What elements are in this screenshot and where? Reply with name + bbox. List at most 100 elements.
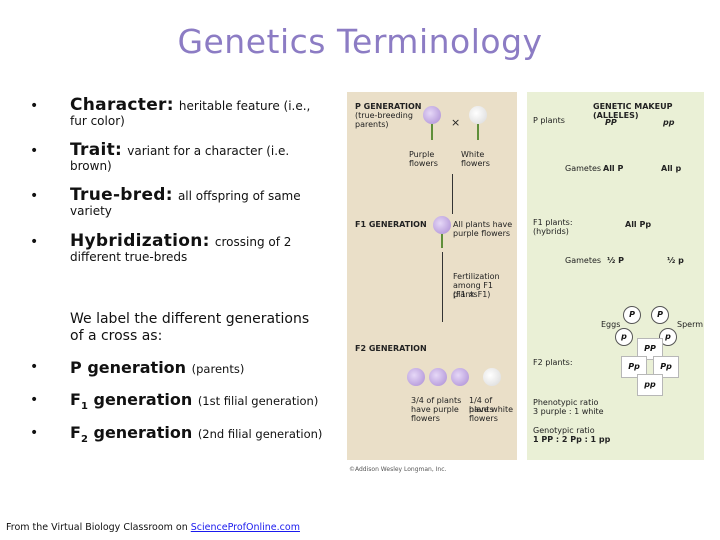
sperm-label: Sperm bbox=[677, 320, 704, 329]
three-fourths-label-1: 3/4 of plants bbox=[411, 396, 462, 405]
fertilization-label-3: (F1 × F1) bbox=[453, 290, 491, 299]
egg-p-circle: p bbox=[615, 328, 633, 346]
p-generation-label: P GENERATION bbox=[355, 102, 422, 111]
generation-f2-prefix: F bbox=[70, 423, 81, 442]
fertilization-label-1: Fertilization bbox=[453, 272, 500, 281]
phenotypic-ratio-label: Phenotypic ratio bbox=[533, 398, 599, 407]
white-flower-icon bbox=[469, 106, 487, 124]
generation-f2: F2 generation (2nd filial generation) bbox=[70, 423, 322, 445]
generation-f1-note: (1st filial generation) bbox=[197, 394, 319, 408]
one-fourth-label-3: flowers bbox=[469, 414, 498, 423]
three-fourths-label-3: flowers bbox=[411, 414, 440, 423]
three-fourths-label-2: have purple bbox=[411, 405, 459, 414]
arrow-icon bbox=[442, 252, 443, 322]
term-trait: Trait: bbox=[70, 140, 123, 160]
figure-copyright: ©Addison Wesley Longman, Inc. bbox=[349, 466, 447, 473]
punnett-cell-PP: PP bbox=[637, 338, 663, 360]
generation-f2-sub: 2 bbox=[80, 434, 88, 446]
stem-icon bbox=[441, 234, 443, 248]
gametes-label: Gametes bbox=[565, 164, 602, 173]
all-plants-label-2: purple flowers bbox=[453, 229, 511, 238]
f1-plants-label-2: (hybrids) bbox=[533, 227, 569, 236]
bullet-marker: • bbox=[30, 234, 39, 250]
generation-p-label: generation bbox=[87, 358, 187, 377]
cross-symbol: × bbox=[451, 116, 461, 129]
footer-link[interactable]: ScienceProfOnline.com bbox=[190, 522, 300, 533]
bullet-marker: • bbox=[30, 143, 39, 159]
bullet-hybridization: Hybridization: crossing of 2 different t… bbox=[70, 231, 350, 265]
definition-true-bred-cont: variety bbox=[70, 204, 112, 218]
white-flowers-label-1: White bbox=[461, 150, 485, 159]
purple-flower-icon bbox=[407, 368, 425, 386]
bullet-marker: • bbox=[30, 98, 39, 114]
generation-p-note: (parents) bbox=[191, 362, 245, 376]
bullet-true-bred: True-bred: all offspring of same variety bbox=[70, 185, 350, 219]
half-P-label: ½ P bbox=[607, 256, 624, 265]
all-Pp-label: All Pp bbox=[625, 220, 652, 229]
fertilization-label-2: among F1 plants bbox=[453, 281, 493, 299]
term-true-bred: True-bred: bbox=[70, 185, 173, 205]
true-breeding-label: (true-breeding bbox=[355, 111, 413, 120]
purple-flowers-label-1: Purple bbox=[409, 150, 435, 159]
parents-label: parents) bbox=[355, 120, 389, 129]
generation-p-prefix: P bbox=[70, 358, 82, 377]
gametes-label-2: Gametes bbox=[565, 256, 602, 265]
white-flowers-label-2: flowers bbox=[461, 159, 490, 168]
p-plants-label: P plants bbox=[533, 116, 565, 125]
generation-f2-label: generation bbox=[93, 423, 193, 442]
half-p-label: ½ p bbox=[667, 256, 684, 265]
f2-plants-label: F2 plants: bbox=[533, 358, 573, 367]
eggs-label: Eggs bbox=[601, 320, 621, 329]
bullet-marker: • bbox=[30, 359, 39, 375]
punnett-cell-Pp: Pp bbox=[653, 356, 679, 378]
definition-hybridization-cont: different true-breds bbox=[70, 250, 188, 264]
punnett-cell-Pp: Pp bbox=[621, 356, 647, 378]
genotypic-ratio-label: Genotypic ratio bbox=[533, 426, 595, 435]
bullet-trait: Trait: variant for a character (i.e. bro… bbox=[70, 140, 350, 174]
arrow-icon bbox=[452, 174, 453, 214]
definition-character-cont: fur color) bbox=[70, 114, 125, 128]
generation-p: P generation (parents) bbox=[70, 358, 244, 377]
punnett-cell-pp: pp bbox=[637, 374, 663, 396]
genetics-cross-figure: P GENERATION (true-breeding parents) × P… bbox=[347, 92, 704, 484]
all-plants-label-1: All plants have bbox=[453, 220, 513, 229]
genotype-panel: GENETIC MAKEUP (ALLELES) P plants PP pp … bbox=[527, 92, 704, 460]
f1-plants-label-1: F1 plants: bbox=[533, 218, 573, 227]
bullet-marker: • bbox=[30, 188, 39, 204]
generation-f2-note: (2nd filial generation) bbox=[197, 427, 323, 441]
generation-f1-sub: 1 bbox=[80, 401, 88, 413]
sperm-P-circle: P bbox=[651, 306, 669, 324]
generation-f1-prefix: F bbox=[70, 390, 81, 409]
purple-flowers-label-2: flowers bbox=[409, 159, 438, 168]
bullet-marker: • bbox=[30, 392, 39, 408]
purple-flower-icon bbox=[423, 106, 441, 124]
term-hybridization: Hybridization: bbox=[70, 231, 210, 251]
white-flower-icon bbox=[483, 368, 501, 386]
bullet-marker: • bbox=[30, 425, 39, 441]
term-character: Character: bbox=[70, 95, 174, 115]
stem-icon bbox=[431, 124, 433, 140]
one-fourth-label-2: have white bbox=[469, 405, 514, 414]
egg-P-circle: P bbox=[623, 306, 641, 324]
pp-recessive-label: pp bbox=[663, 118, 675, 127]
purple-flower-icon bbox=[433, 216, 451, 234]
genotypic-ratio-value: 1 PP : 2 Pp : 1 pp bbox=[533, 435, 611, 444]
phenotype-panel: P GENERATION (true-breeding parents) × P… bbox=[347, 92, 517, 460]
definition-hybridization: crossing of 2 bbox=[214, 235, 292, 249]
definition-character: heritable feature (i.e., bbox=[178, 99, 311, 113]
genetic-makeup-label: GENETIC MAKEUP (ALLELES) bbox=[593, 102, 673, 120]
purple-flower-icon bbox=[429, 368, 447, 386]
pp-dominant-label: PP bbox=[605, 118, 617, 127]
definition-trait: variant for a character (i.e. bbox=[127, 144, 290, 158]
bullet-character: Character: heritable feature (i.e., fur … bbox=[70, 95, 350, 129]
generation-f1-label: generation bbox=[93, 390, 193, 409]
slide-title: Genetics Terminology bbox=[177, 22, 543, 61]
stem-icon bbox=[477, 124, 479, 140]
all-P-label: All P bbox=[603, 164, 624, 173]
one-fourth-label-1: 1/4 of plants bbox=[469, 396, 494, 414]
all-p-label: All p bbox=[661, 164, 682, 173]
f2-generation-label: F2 GENERATION bbox=[355, 344, 427, 353]
footer-credit: From the Virtual Biology Classroom on Sc… bbox=[6, 522, 300, 533]
f1-generation-label: F1 GENERATION bbox=[355, 220, 427, 229]
generation-f1: F1 generation (1st filial generation) bbox=[70, 390, 318, 412]
